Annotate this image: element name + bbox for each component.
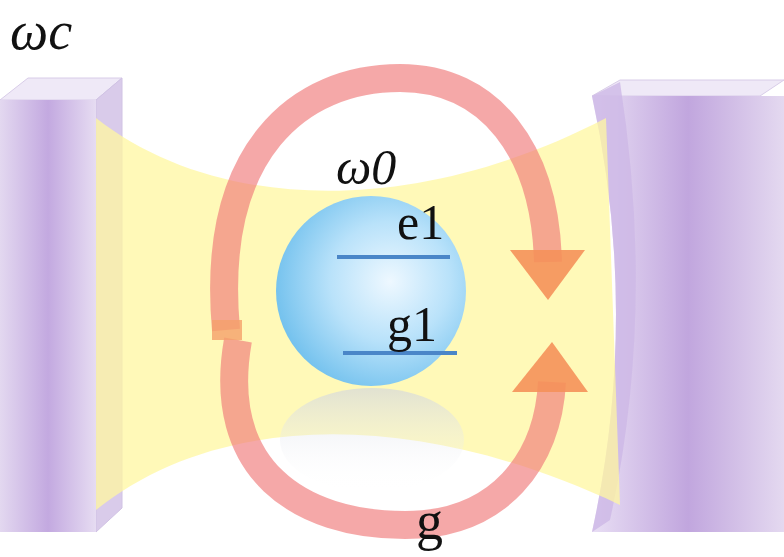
energy-level: [337, 255, 450, 259]
energy-level: [343, 351, 457, 355]
coupling-arrows: [224, 78, 552, 525]
atom-reflection: [280, 388, 464, 492]
atom-frequency: ω0: [336, 142, 396, 192]
right-mirror: [592, 80, 784, 532]
arrow-head: [512, 342, 588, 392]
arrow-head: [510, 250, 585, 300]
cavity-frequency: ωc: [10, 4, 72, 58]
level-label: e1: [397, 197, 444, 247]
atom-sphere: e1 g1: [275, 195, 467, 387]
coupling-strength: g: [416, 494, 443, 548]
atom-body: [276, 196, 466, 386]
arrow-tail: [212, 320, 242, 340]
level-label: g1: [387, 299, 437, 349]
